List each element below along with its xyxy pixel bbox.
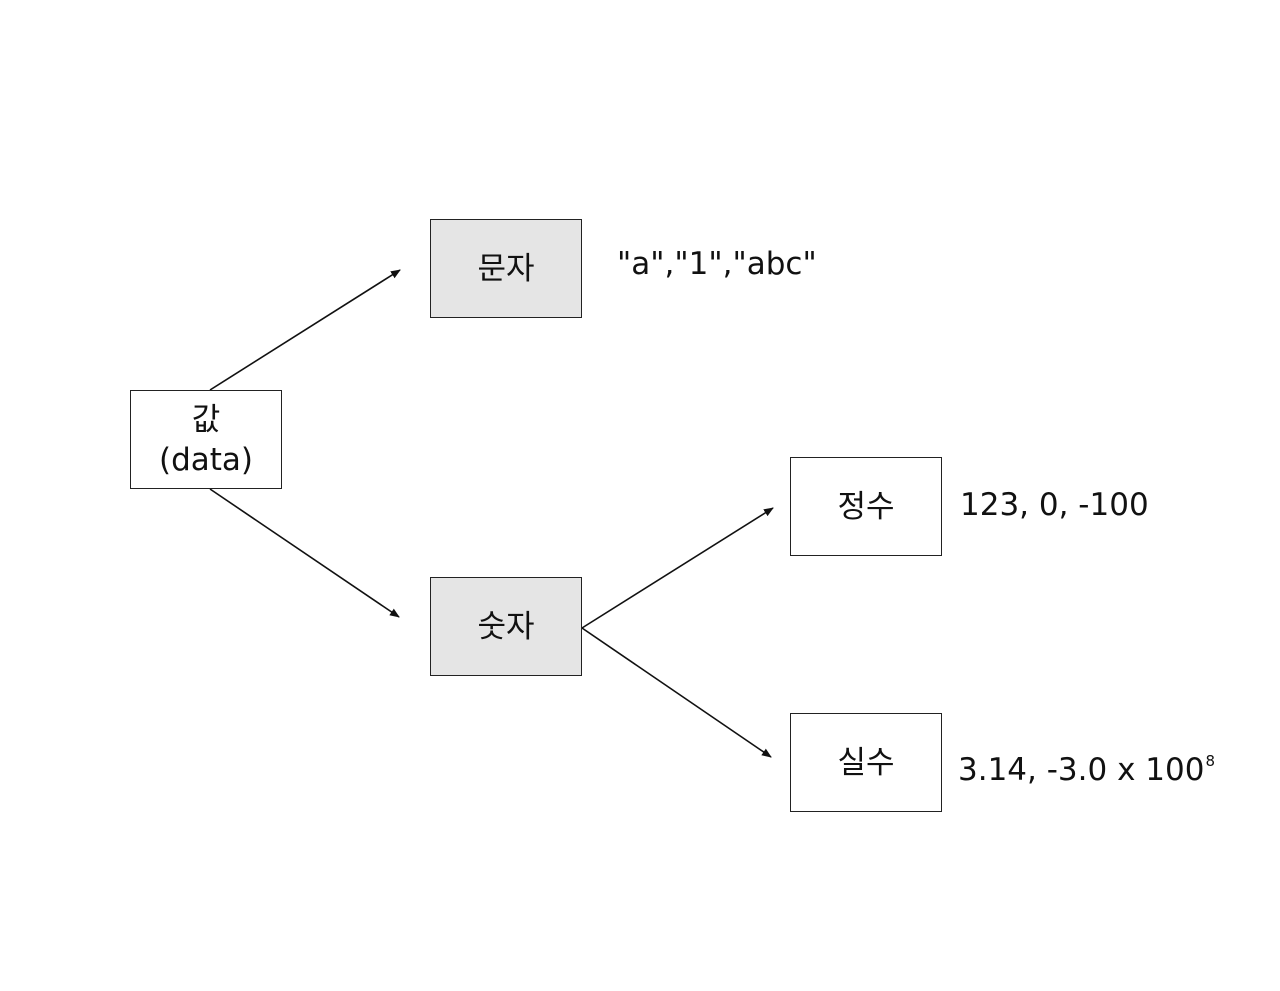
root-node-value: 값 (data) (130, 390, 282, 489)
integer-examples: 123, 0, -100 (960, 487, 1149, 523)
node-real: 실수 (790, 713, 942, 812)
real-examples-text: 3.14, -3.0 x 100 (958, 752, 1205, 788)
node-number: 숫자 (430, 577, 582, 676)
root-node-label: 값 (191, 401, 221, 438)
node-integer: 정수 (790, 457, 942, 556)
arrow-number-to-real (581, 627, 772, 758)
arrow-root-to-number (209, 488, 400, 618)
arrow-root-to-character (209, 269, 401, 391)
real-examples-exponent: 8 (1205, 752, 1215, 770)
node-number-label: 숫자 (477, 608, 535, 645)
node-integer-label: 정수 (837, 488, 895, 525)
node-character-label: 문자 (477, 250, 535, 287)
node-real-label: 실수 (837, 744, 895, 781)
character-examples: "a","1","abc" (617, 246, 817, 282)
real-examples: 3.14, -3.0 x 1008 (958, 741, 1215, 790)
arrow-number-to-integer (581, 507, 774, 629)
node-character: 문자 (430, 219, 582, 318)
root-node-sublabel: (data) (158, 441, 253, 478)
